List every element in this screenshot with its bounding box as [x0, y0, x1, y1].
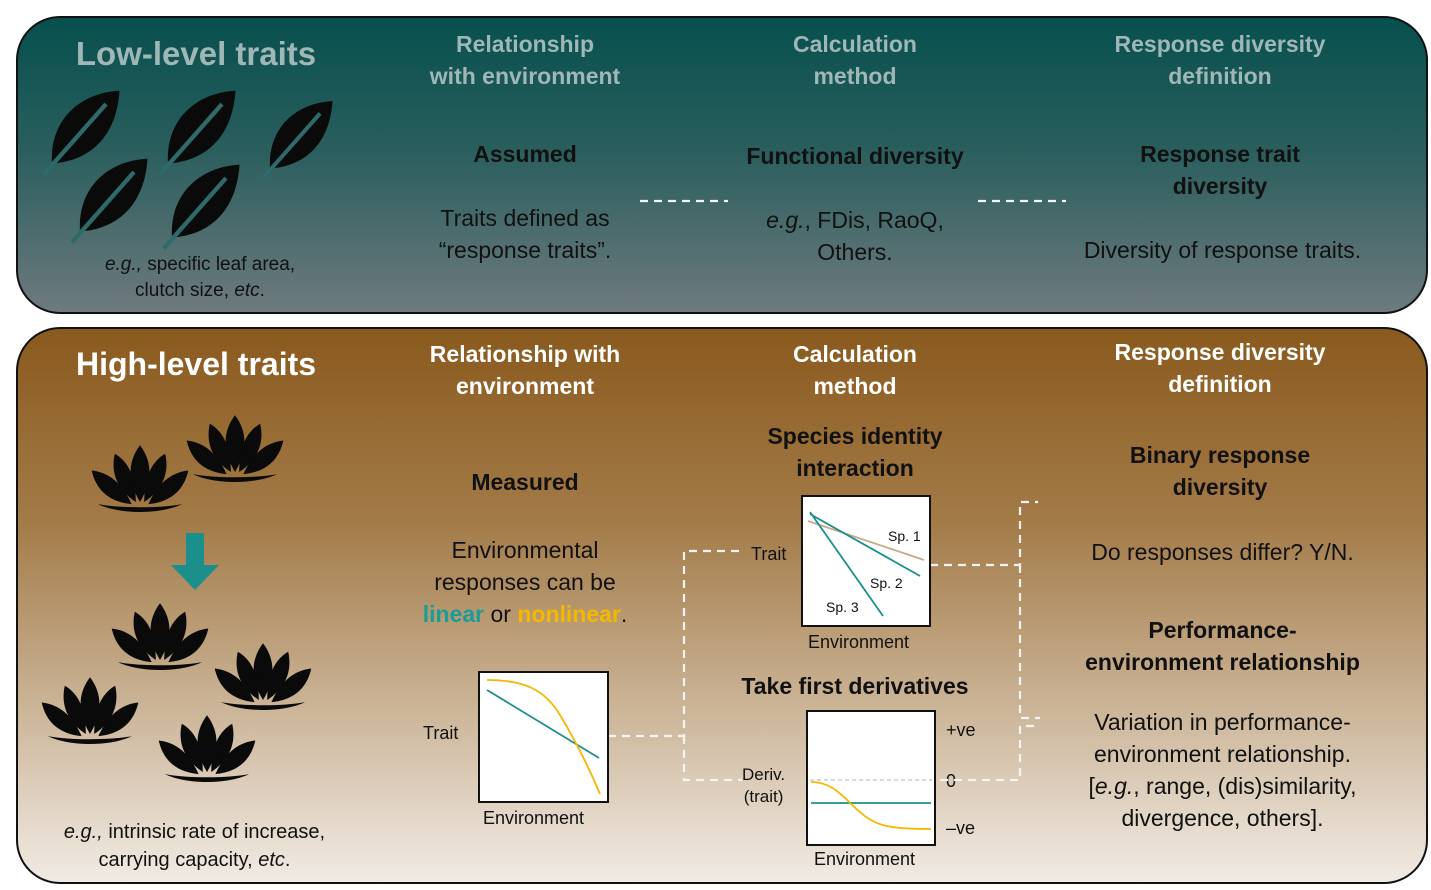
- plot2-ylabel: Trait: [751, 544, 787, 564]
- plot3-minus-label: –ve: [946, 818, 976, 838]
- down-arrow-icon: [171, 533, 219, 590]
- low-col2-header: Calculation method: [793, 31, 917, 89]
- high-col1-header: Relationship with environment: [429, 341, 621, 399]
- low-def-text: Diversity of response traits.: [1083, 237, 1362, 263]
- sp3-label: Sp. 3: [826, 599, 859, 615]
- plot1-ylabel: Trait: [423, 723, 459, 743]
- linear-label: linear: [422, 601, 485, 627]
- plot3-zero-label: 0: [946, 771, 957, 791]
- low-calc-text: e.g., FDis, RaoQ, Others.: [766, 207, 944, 265]
- high-calc-title1: Species identity interaction: [767, 423, 943, 481]
- high-calc-title2: Take first derivatives: [741, 673, 969, 699]
- plot3-xlabel: Environment: [814, 849, 916, 869]
- low-rel-title: Assumed: [473, 141, 577, 167]
- plot3-plus-label: +ve: [946, 720, 976, 740]
- low-rel-text: Traits defined as “response traits”.: [438, 205, 612, 263]
- high-col3-header: Response diversity definition: [1114, 339, 1326, 397]
- high-example-text: e.g., intrinsic rate of increase, carryi…: [63, 821, 326, 871]
- nonlinear-label: nonlinear: [517, 601, 621, 627]
- sp2-label: Sp. 2: [870, 575, 903, 591]
- low-col1-header: Relationship with environment: [429, 31, 621, 89]
- sp1-label: Sp. 1: [888, 528, 921, 544]
- low-col3-header: Response diversity definition: [1114, 31, 1326, 89]
- low-calc-title: Functional diversity: [746, 143, 964, 169]
- low-example-text: e.g., specific leaf area, clutch size, e…: [104, 254, 296, 301]
- plot2: Sp. 1 Sp. 2 Sp. 3: [801, 495, 931, 627]
- high-rel-text: Environmental responses can be linear or…: [422, 537, 628, 627]
- leaf-icon: [44, 91, 335, 249]
- plot1: [478, 671, 609, 803]
- high-level-panel: [16, 327, 1428, 884]
- low-def-title: Response trait diversity: [1140, 141, 1300, 199]
- low-panel-title: Low-level traits: [75, 35, 317, 72]
- high-panel-title: High-level traits: [75, 346, 317, 382]
- plot1-xlabel: Environment: [483, 808, 585, 828]
- plot2-xlabel: Environment: [808, 632, 910, 652]
- high-def-title1: Binary response diversity: [1129, 442, 1311, 500]
- high-col2-header: Calculation method: [793, 341, 917, 399]
- high-def-text1: Do responses differ? Y/N.: [1091, 539, 1354, 565]
- plot3: [806, 710, 936, 846]
- lotus-icon: [41, 415, 312, 782]
- low-level-panel: [16, 16, 1428, 314]
- high-rel-title: Measured: [471, 469, 579, 495]
- connector-lines: [608, 199, 1066, 782]
- high-def-title2: Performance- environment relationship: [1085, 617, 1360, 675]
- high-def-text2: Variation in performance- environment re…: [1088, 709, 1357, 831]
- plot3-ylabel: Deriv.(trait): [742, 765, 786, 806]
